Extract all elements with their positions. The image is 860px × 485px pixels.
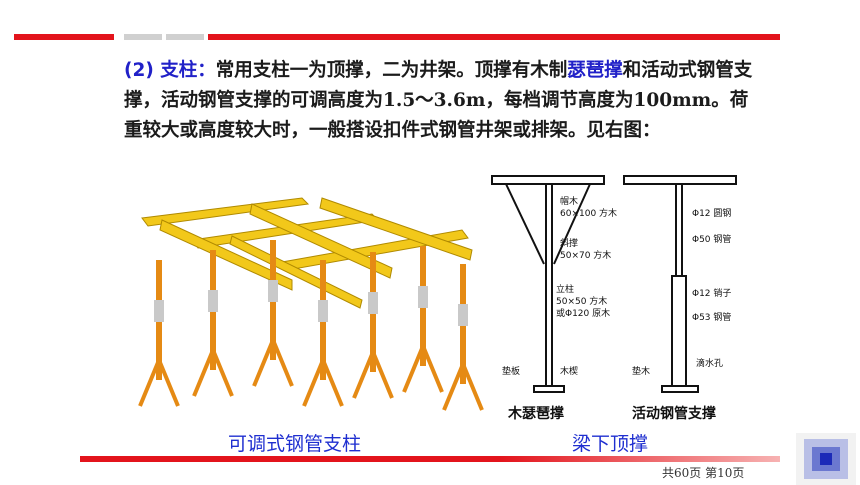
beam-prop-diagram: 帽木 60×100 方木 斜撑 50×70 方木 立柱 50×50 方木 或Φ1… xyxy=(491,175,737,422)
label-pipe53: Φ53 钢管 xyxy=(692,311,731,323)
body-paragraph: (2) 支柱：常用支柱一为顶撑，二为井架。顶撑有木制瑟琶撑和活动式钢管支撑，活动… xyxy=(124,56,754,146)
label-cap-wood-size: 60×100 方木 xyxy=(560,207,617,219)
label-post-alt: 或Φ120 原木 xyxy=(556,307,610,319)
label-brace-size: 50×70 方木 xyxy=(560,249,611,261)
label-pipe50: Φ50 钢管 xyxy=(692,233,731,245)
label-drain: 滴水孔 xyxy=(696,357,723,369)
section-label: (2) 支柱： xyxy=(124,60,216,81)
body-text-2: 和活动式钢管支撑，活动钢管支撑的可调高度为1.5～3.6m，每档调节高度为100… xyxy=(124,60,753,141)
caption-beam-prop: 梁下顶撑 xyxy=(572,433,649,455)
caption-adjustable-prop: 可调式钢管支柱 xyxy=(228,433,362,455)
label-pin: Φ12 销子 xyxy=(692,287,731,299)
label-post-size: 50×50 方木 xyxy=(556,295,607,307)
title-wood-prop: 木瑟琶撑 xyxy=(507,405,564,422)
slide-nav-icon[interactable] xyxy=(796,433,856,485)
body-text-1: 常用支柱一为顶撑，二为井架。顶撑有木制 xyxy=(215,60,568,81)
title-steel-prop: 活动钢管支撑 xyxy=(632,405,716,422)
header-stripe xyxy=(14,34,780,40)
highlight-term: 瑟琶撑 xyxy=(567,60,623,81)
page-number: 共60页 第10页 xyxy=(662,466,745,480)
footer-stripe xyxy=(80,456,780,462)
label-brace: 斜撑 xyxy=(560,237,578,249)
label-wedge: 木楔 xyxy=(560,365,578,377)
steel-prop-illustration xyxy=(138,197,484,411)
label-cap-wood: 帽木 xyxy=(560,195,578,207)
label-rebar: Φ12 圆钢 xyxy=(692,207,731,219)
label-post: 立柱 xyxy=(556,283,574,295)
label-pad2: 垫木 xyxy=(632,365,650,377)
label-pad: 垫板 xyxy=(502,365,520,377)
